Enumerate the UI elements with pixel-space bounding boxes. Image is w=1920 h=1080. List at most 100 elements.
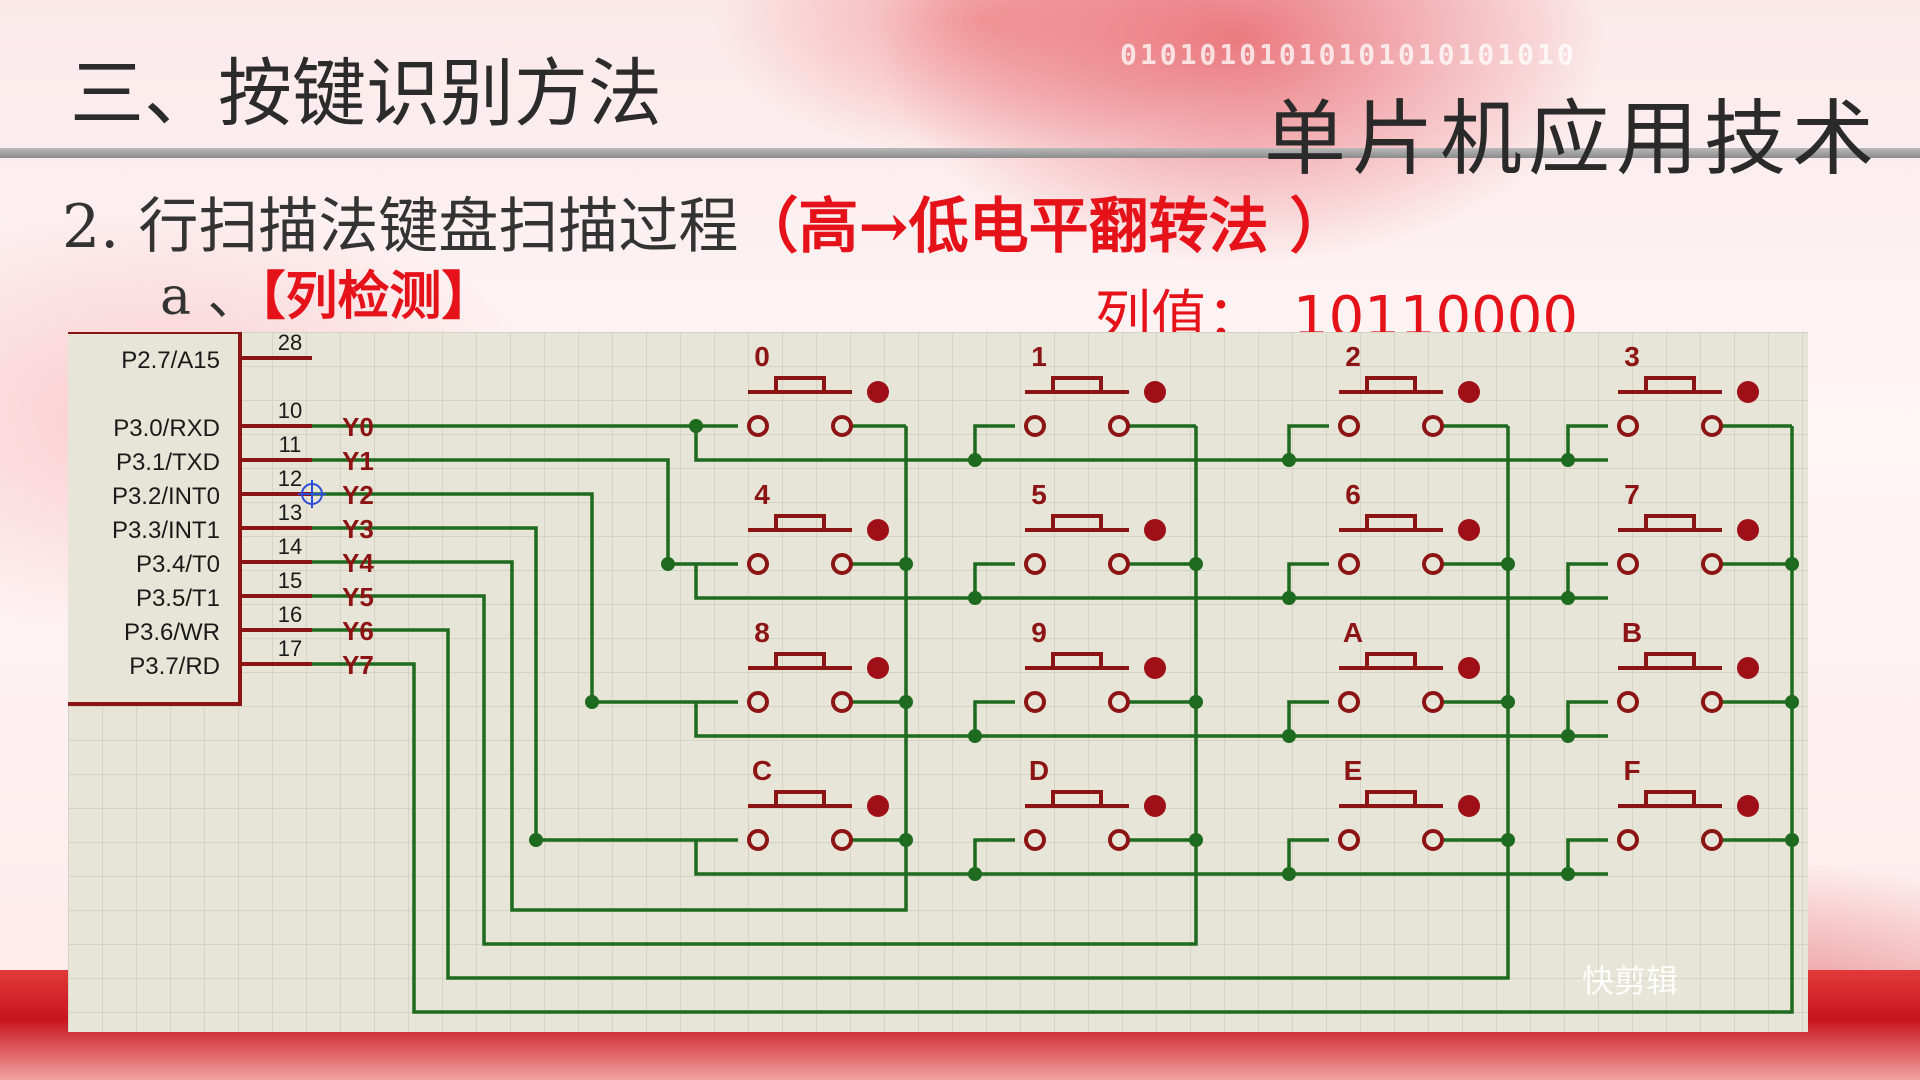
key-plunger: [774, 376, 826, 394]
key-4: 4: [747, 479, 889, 575]
y-line-label: Y0: [342, 412, 374, 442]
key-contact-right: [831, 415, 853, 437]
key-contact-left: [1338, 415, 1360, 437]
key-label: A: [1343, 617, 1363, 648]
junction-dot: [1501, 695, 1515, 709]
key-contact-left: [1024, 691, 1046, 713]
key-plunger: [1051, 790, 1103, 808]
key-indicator: [1737, 657, 1759, 679]
pin-number: 17: [278, 636, 302, 661]
row-branch: [1566, 562, 1608, 598]
junction-dot: [1785, 557, 1799, 571]
key-plunger: [774, 514, 826, 532]
key-indicator: [1458, 519, 1480, 541]
pin-name: P3.6/WR: [124, 619, 220, 646]
row-bus: [694, 702, 1608, 738]
column-wire: [312, 426, 1198, 946]
step-label: 【列检测】: [259, 266, 494, 327]
row-branch: [973, 424, 1015, 460]
pin-number: 12: [278, 466, 302, 491]
junction-dot: [1501, 833, 1515, 847]
key-8: 8: [747, 617, 889, 713]
junction-dot: [529, 833, 543, 847]
step-heading: a 、【列检测】: [160, 254, 494, 329]
watermark-text: 快剪辑: [1582, 962, 1679, 1000]
junction-dot: [968, 867, 982, 881]
key-label: B: [1622, 617, 1642, 648]
grid-lines: [68, 332, 1808, 1032]
row-bus: [694, 564, 1608, 600]
key-label: 6: [1345, 479, 1361, 510]
junction-dot: [661, 557, 675, 571]
pin-number: 13: [278, 500, 302, 525]
key-label: 9: [1031, 617, 1047, 648]
row-branch: [1287, 424, 1329, 460]
key-E: E: [1338, 755, 1480, 851]
key-contact-left: [1024, 829, 1046, 851]
row-wire: [312, 526, 738, 842]
row-wire: [312, 492, 738, 704]
key-label: 5: [1031, 479, 1047, 510]
junction-dot: [1501, 557, 1515, 571]
key-contact-left: [1617, 415, 1639, 437]
junction-dot: [1561, 453, 1575, 467]
key-contact-right: [1422, 691, 1444, 713]
key-2: 2: [1338, 341, 1480, 437]
key-contact-right: [1701, 829, 1723, 851]
key-indicator: [1144, 381, 1166, 403]
pin-number: 14: [278, 534, 302, 559]
pin-number: 15: [278, 568, 302, 593]
video-watermark: 快剪辑: [1582, 956, 1678, 1002]
key-plunger: [1051, 652, 1103, 670]
key-indicator: [1144, 795, 1166, 817]
junction-dot: [1282, 867, 1296, 881]
pin-name: P3.7/RD: [129, 653, 220, 680]
key-plunger: [1365, 514, 1417, 532]
key-contact-left: [1024, 553, 1046, 575]
key-contact-right: [1422, 553, 1444, 575]
key-indicator: [867, 519, 889, 541]
key-plunger: [1051, 376, 1103, 394]
key-9: 9: [1024, 617, 1166, 713]
junction-dot: [1785, 833, 1799, 847]
junction-dot: [1282, 591, 1296, 605]
section-subtitle: 2. 行扫描法键盘扫描过程（高→低电平翻转法 ）: [62, 178, 1350, 265]
junction-dot: [1189, 695, 1203, 709]
key-label: 4: [754, 479, 770, 510]
slide-title: 三、按键识别方法: [70, 51, 662, 137]
row-bus: [694, 840, 1608, 876]
key-indicator: [1144, 657, 1166, 679]
key-contact-right: [1422, 415, 1444, 437]
key-B: B: [1617, 617, 1759, 713]
key-contact-left: [747, 691, 769, 713]
key-contact-right: [1108, 691, 1130, 713]
key-label: 7: [1624, 479, 1640, 510]
pin-number: 10: [278, 398, 302, 423]
junction-dot: [899, 557, 913, 571]
key-contact-right: [1108, 553, 1130, 575]
pin-name: P3.3/INT1: [112, 517, 220, 544]
key-indicator: [1737, 519, 1759, 541]
key-plunger: [774, 790, 826, 808]
key-indicator: [1737, 381, 1759, 403]
key-label: 2: [1345, 341, 1361, 372]
key-plunger: [1644, 790, 1696, 808]
key-contact-right: [1701, 553, 1723, 575]
column-wire: [312, 426, 1510, 980]
junction-dot: [899, 833, 913, 847]
pin-name: P3.5/T1: [136, 585, 220, 612]
row-branch: [1566, 424, 1608, 460]
chip-outline: [68, 332, 242, 706]
y-line-label: Y7: [342, 650, 374, 680]
key-label: F: [1623, 755, 1640, 786]
keypad-schematic: P2.7/A1528P3.0/RXD10P3.1/TXD11P3.2/INT01…: [68, 332, 1808, 1032]
key-contact-left: [747, 553, 769, 575]
key-label: 1: [1031, 341, 1047, 372]
y-line-label: Y4: [342, 548, 374, 578]
key-contact-right: [1108, 829, 1130, 851]
pin-number: 16: [278, 602, 302, 627]
pin-name: P3.0/RXD: [113, 415, 220, 442]
header-divider: [0, 148, 1920, 158]
subtitle-method: （高→低电平翻转法 ）: [738, 192, 1350, 262]
